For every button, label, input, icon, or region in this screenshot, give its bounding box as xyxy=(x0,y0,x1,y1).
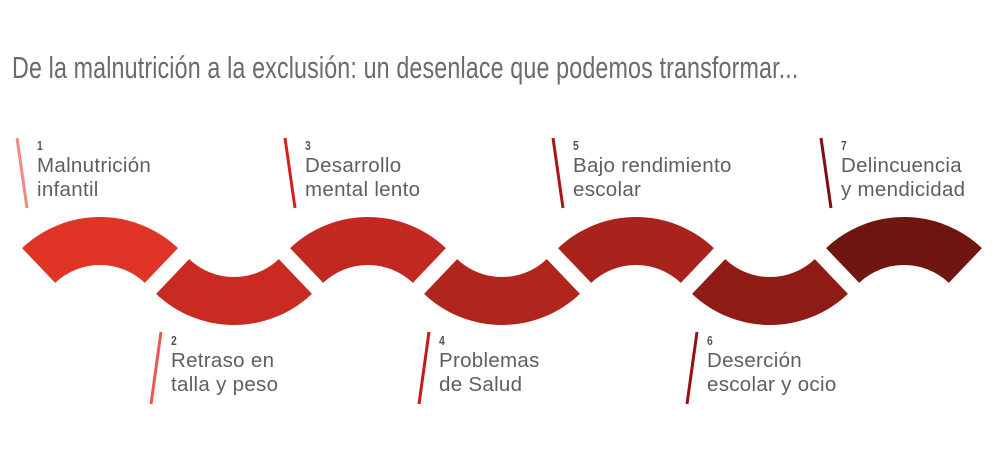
step-divider-line xyxy=(417,331,431,405)
step-divider-line xyxy=(685,331,699,405)
step-divider-line xyxy=(819,137,833,209)
wave-segment-2 xyxy=(156,259,312,325)
step-text: Bajo rendimiento xyxy=(573,154,732,177)
step-divider-line xyxy=(149,331,163,405)
wave-segment-6 xyxy=(692,259,848,325)
step-text: Malnutrición xyxy=(37,154,152,177)
step-number: 6 xyxy=(707,333,713,348)
step-text: Problemas xyxy=(439,349,540,372)
step-text: mental lento xyxy=(305,178,421,201)
step-text: Deserción xyxy=(707,349,802,372)
step-number: 5 xyxy=(573,138,579,153)
step-divider-line xyxy=(15,137,29,209)
step-number: 7 xyxy=(841,138,847,153)
step-text: infantil xyxy=(37,178,99,201)
step-divider-line xyxy=(551,137,565,209)
step-text: escolar xyxy=(573,178,642,201)
wave-segment-5 xyxy=(558,217,714,283)
step-text: escolar y ocio xyxy=(707,373,837,396)
step-text: Desarrollo xyxy=(305,154,402,177)
step-text: y mendicidad xyxy=(841,178,966,201)
step-text: Retraso en xyxy=(171,349,275,372)
step-number: 1 xyxy=(37,138,43,153)
step-text: Delincuencia xyxy=(841,154,962,177)
step-number: 2 xyxy=(171,333,177,348)
step-text: de Salud xyxy=(439,373,523,396)
step-text: talla y peso xyxy=(171,373,279,396)
diagram-title: De la malnutrición a la exclusión: un de… xyxy=(12,50,799,85)
step-divider-line xyxy=(283,137,297,209)
wave-segment-7 xyxy=(826,217,982,283)
wave-segment-4 xyxy=(424,259,580,325)
step-number: 4 xyxy=(439,333,445,348)
wave-segment-1 xyxy=(22,216,178,283)
step-number: 3 xyxy=(305,138,311,153)
wave-segment-3 xyxy=(290,216,446,283)
